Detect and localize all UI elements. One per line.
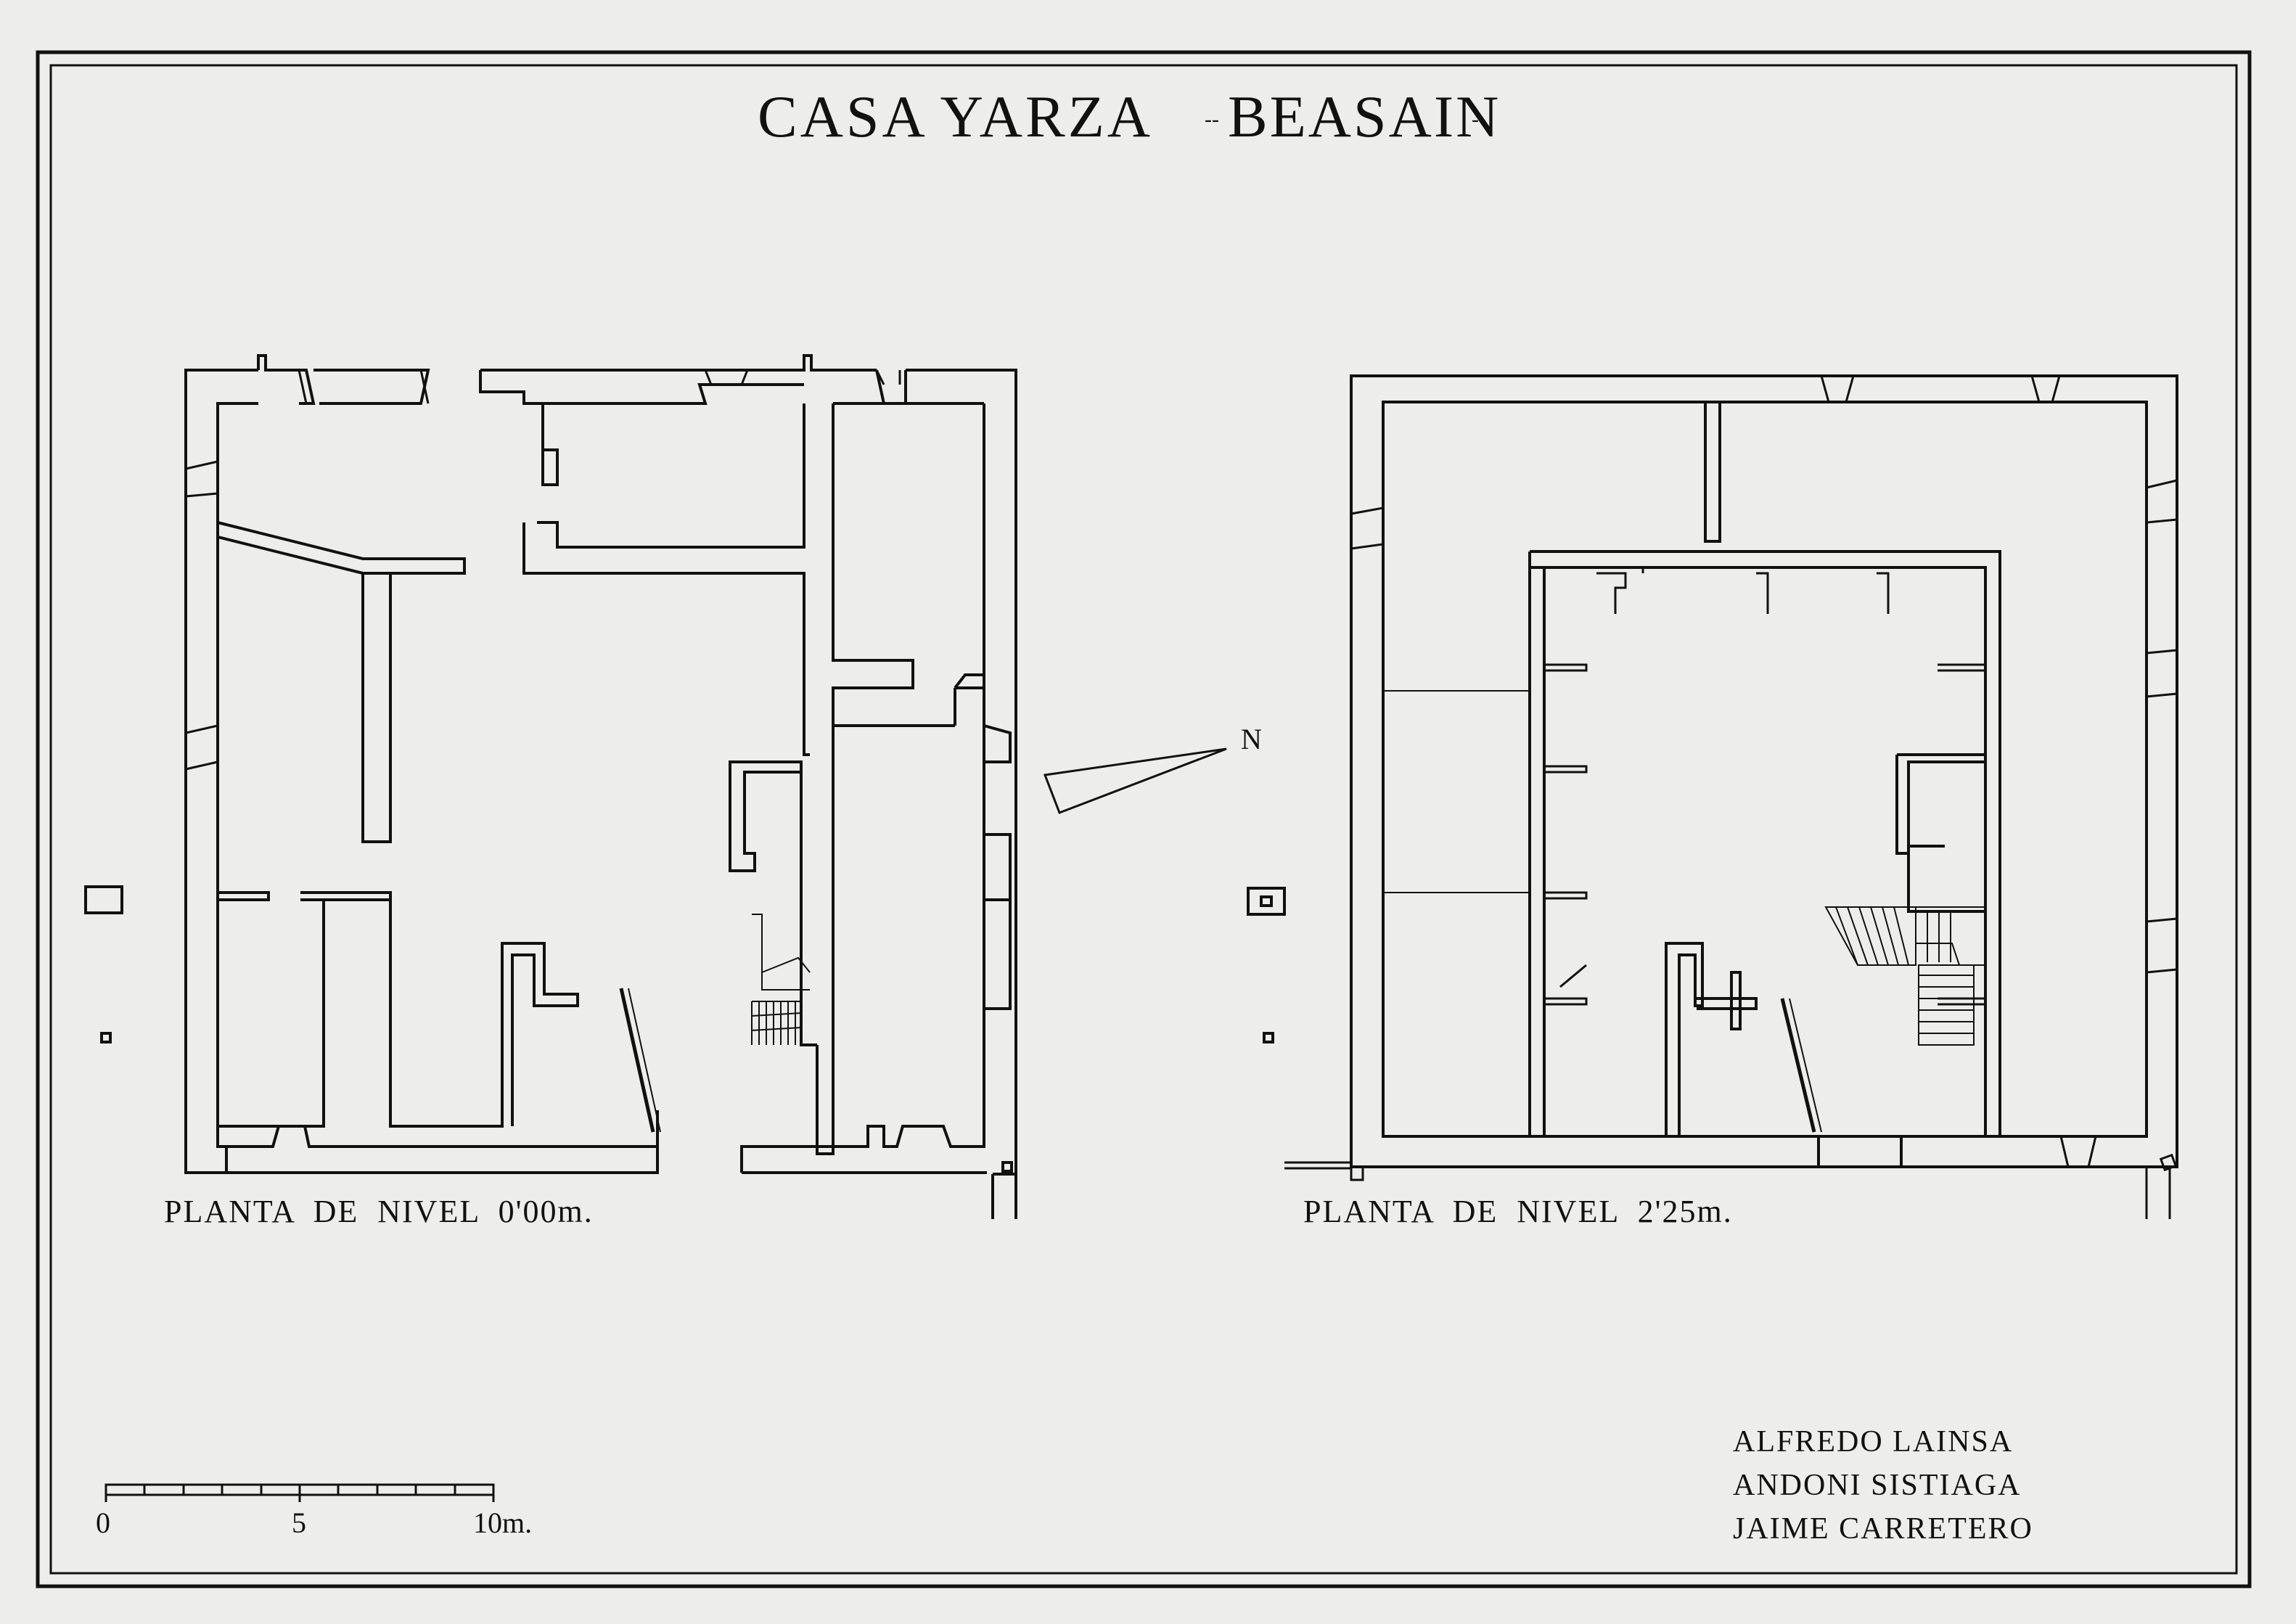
scale-tick-5: 5 <box>292 1506 306 1539</box>
plan2-ramp-line-2 <box>1789 998 1822 1133</box>
plan2-label: PLANTA DE NIVEL 2'25m. <box>1303 1194 1733 1229</box>
title-name: BEASAIN <box>1228 83 1501 149</box>
north-label: N <box>1241 723 1262 755</box>
plan1-label: PLANTA DE NIVEL 0'00m. <box>164 1194 594 1229</box>
scale-tick-0: 0 <box>96 1506 110 1539</box>
plan2-exterior <box>1284 1153 2178 1219</box>
plan2-inner-walls <box>1383 401 2147 1167</box>
plan2-stubs <box>1544 567 1987 1006</box>
plan2-windows <box>1350 375 2178 1168</box>
author-3: JAIME CARRETERO <box>1733 1512 2033 1546</box>
author-1: ALFREDO LAINSA <box>1733 1425 2013 1459</box>
plan2-well-inner <box>1260 895 1273 907</box>
plan1-ramp-line <box>619 988 655 1133</box>
plan1-well <box>84 885 123 914</box>
plan1-marker <box>100 1032 112 1043</box>
plan2-well <box>1247 887 1286 916</box>
plan1-windows <box>185 369 901 771</box>
plan1-inner-walls <box>216 402 1012 1155</box>
author-2: ANDONI SISTIAGA <box>1733 1469 2021 1502</box>
title-prefix: CASA YARZA <box>758 83 1153 149</box>
authors-block: ALFREDO LAINSA ANDONI SISTIAGA JAIME CAR… <box>1733 1425 2033 1546</box>
plan2-ramp-line <box>1780 998 1816 1133</box>
plan1-outer-walls <box>184 354 1017 1176</box>
title-dash-left: -- <box>1205 107 1219 131</box>
scale-tick-10: 10m. <box>473 1506 532 1539</box>
plan2-outer-walls <box>1350 374 2178 1168</box>
scale-bar <box>104 1483 495 1502</box>
inner-frame <box>49 64 2238 1575</box>
plan2-stairs <box>1824 906 1986 1046</box>
title-dash-right: -- <box>1472 107 1486 131</box>
plan1-stairs <box>751 914 811 1045</box>
north-arrow: N <box>1043 723 1262 814</box>
floor-plan-level-0 <box>84 354 1017 1219</box>
sheet-title: CASA YARZA -- BEASAIN -- <box>758 83 1501 149</box>
outer-frame <box>36 50 2252 1588</box>
floor-plan-level-225 <box>1247 374 2178 1219</box>
plan2-marker <box>1263 1032 1274 1043</box>
plan1-bottom-walls <box>225 1110 1017 1219</box>
plan1-ramp-line-2 <box>628 988 661 1133</box>
